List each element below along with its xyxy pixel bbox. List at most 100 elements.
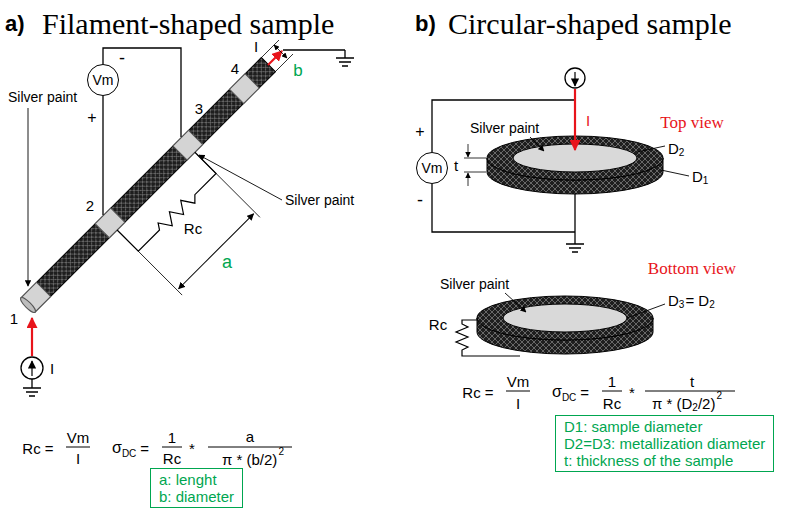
formula-term: 1 (608, 374, 616, 389)
fraction-bar (66, 447, 292, 448)
material-label: Silver paint (440, 277, 509, 291)
dimension-label: t (454, 158, 458, 173)
node-text: b: diameter (159, 488, 234, 505)
leader-line (637, 146, 665, 152)
view-label: Top view (660, 114, 724, 131)
silver-paint-contact (230, 74, 260, 104)
formula-term: Vm (507, 374, 530, 389)
polarity-sign: + (415, 124, 424, 140)
wire (432, 184, 575, 232)
resistor-symbol (456, 320, 520, 356)
wire (102, 96, 103, 215)
formula-term: = (140, 441, 149, 456)
terminal-number: 2 (86, 198, 94, 213)
legend-box: D1: sample diameterD2=D3: metallization … (555, 415, 774, 472)
formula-subscript: DC (562, 393, 576, 403)
wire (432, 100, 575, 152)
material-label: Silver paint (470, 121, 539, 135)
panel-letter: b) (415, 13, 436, 35)
current-source (21, 357, 43, 379)
current-label: I (50, 361, 54, 376)
diameter-dimension (258, 40, 293, 75)
silver-paint-contact (21, 282, 51, 312)
thickness-dimension (468, 144, 469, 157)
current-source (31, 361, 32, 376)
diameter-dimension (258, 40, 293, 75)
formula-superscript: 2 (716, 391, 722, 401)
resistor-symbol (117, 152, 220, 255)
terminal-number: 3 (195, 101, 203, 116)
resistance-label: Rc (429, 317, 447, 332)
formula-term: t (690, 374, 694, 389)
node-text: Vm (422, 160, 443, 176)
panel-title: Circular-shaped sample (448, 9, 731, 39)
formula-term: I (516, 396, 520, 411)
formula-term: σ (112, 440, 122, 456)
dimension-label: a (222, 253, 232, 271)
extension-line (119, 154, 260, 295)
dimension-label: D (668, 141, 679, 156)
wire (283, 49, 345, 50)
wire (31, 379, 32, 388)
current-source (21, 357, 43, 379)
voltmeter-symbol: Vm (87, 64, 119, 96)
formula-term: π * (D (652, 396, 692, 411)
current-arrow (31, 318, 33, 356)
voltmeter-symbol: Vm (416, 152, 448, 184)
dimension-label: D (668, 293, 679, 308)
node-text: a: lenght (159, 471, 234, 488)
current-arrow (268, 51, 282, 65)
formula-term: π * (b/2) (222, 452, 277, 467)
dimension-subscript: 2 (709, 300, 715, 310)
formula-subscript: 2 (692, 403, 698, 413)
formula-term: Rc = (22, 441, 53, 456)
formula-term: I (76, 451, 80, 466)
terminal-number: 1 (10, 311, 18, 326)
current-label: I (586, 113, 590, 128)
current-arrow (574, 89, 576, 150)
wire (32, 48, 345, 388)
dimension-label: b (293, 62, 302, 79)
node-text: Vm (93, 72, 114, 88)
view-label: Bottom view (648, 260, 736, 277)
dimension-label: D (692, 169, 703, 184)
formula-term: Vm (67, 430, 90, 445)
leader-line (530, 137, 544, 151)
wire (432, 100, 575, 244)
current-source (565, 68, 585, 88)
dimension-label: = D (685, 293, 709, 308)
formula-term: * (189, 441, 195, 456)
leader-line (661, 170, 689, 176)
legend-box: a: lenghtb: diameter (150, 468, 243, 508)
thickness-dimension (468, 173, 469, 186)
formula-term: Rc = (462, 385, 493, 400)
formula-superscript: 2 (278, 447, 284, 457)
fraction-bar (506, 391, 735, 392)
ground-symbol (23, 388, 41, 396)
formula-term: 1 (168, 430, 176, 445)
leader-line (627, 304, 665, 318)
current-source (565, 68, 585, 88)
resistance-label: Rc (184, 221, 202, 236)
disc-sample-bottom-view (477, 296, 653, 340)
material-label: Silver paint (285, 193, 354, 207)
disc-sample-bottom-view (477, 296, 653, 354)
wire (574, 194, 575, 244)
ground-symbol (566, 244, 584, 252)
dimension-subscript: 2 (679, 148, 685, 158)
leader-line (505, 137, 689, 318)
node-text: D1: sample diameter (564, 418, 765, 435)
current-source (574, 72, 575, 86)
ground-symbol (336, 50, 354, 66)
formula-term: Rc (163, 451, 181, 466)
leader-line (199, 155, 282, 200)
current-label: I (254, 39, 258, 54)
dimension-subscript: 1 (703, 176, 709, 186)
thickness-dimension (464, 144, 486, 186)
formula-term: Rc (603, 396, 621, 411)
formula-term: /2) (698, 396, 716, 411)
dimension-subscript: 3 (679, 300, 685, 310)
formula-term: a (246, 429, 254, 444)
polarity-sign: + (87, 110, 96, 126)
